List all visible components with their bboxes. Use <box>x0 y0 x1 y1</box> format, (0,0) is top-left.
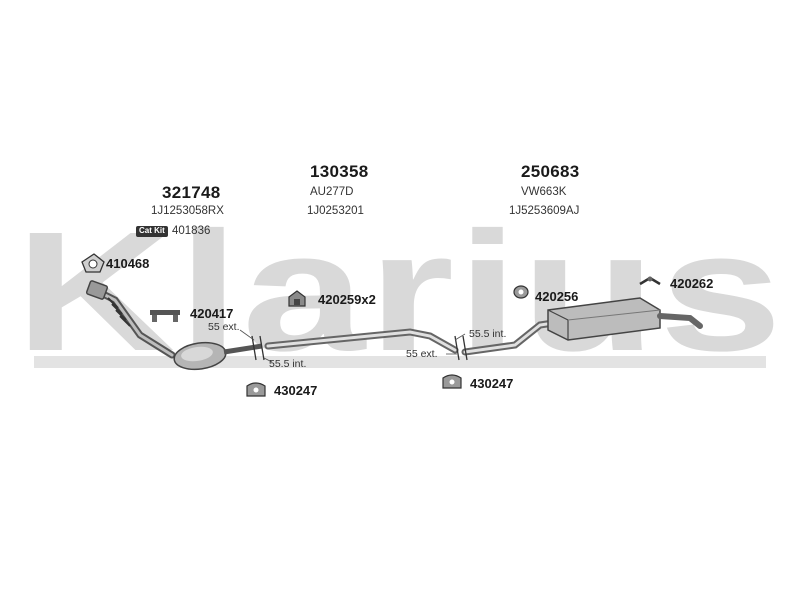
part-430247-a: 430247 <box>274 383 318 398</box>
part-410468: 410468 <box>106 256 150 271</box>
dimension-55-5-int-a: 55.5 int. <box>269 358 307 370</box>
mid-pipe <box>264 328 459 354</box>
mount-420259-icon <box>288 290 306 307</box>
catkit-badge: Cat Kit <box>136 226 168 237</box>
dimension-55-5-int-b: 55.5 int. <box>469 328 507 340</box>
part-420417: 420417 <box>190 306 234 321</box>
group-code-vw663k: VW663K <box>521 186 567 198</box>
rubber-430247-a-icon <box>246 382 266 397</box>
mount-420256-icon <box>513 285 529 299</box>
rubber-430247-b-icon <box>442 374 462 389</box>
group-code-1j1253058rx: 1J1253058RX <box>151 205 224 217</box>
part-420256: 420256 <box>535 289 579 304</box>
catalytic-converter <box>173 341 263 371</box>
group-number-250683: 250683 <box>521 162 580 181</box>
dimension-55-ext-b: 55 ext. <box>406 348 438 360</box>
front-pipe <box>85 280 176 359</box>
bracket-420262-icon <box>639 276 661 286</box>
joint-marker-2 <box>454 335 468 361</box>
group-code-1j5253609aj: 1J5253609AJ <box>509 205 580 217</box>
group-code-au277d: AU277D <box>310 186 354 198</box>
gasket-410468-icon <box>81 253 105 273</box>
clamp-420417-icon <box>150 310 180 322</box>
joint-marker-1 <box>251 335 265 361</box>
part-420262: 420262 <box>670 276 714 291</box>
group-number-321748: 321748 <box>162 183 221 202</box>
catkit-number: 401836 <box>172 225 211 237</box>
group-code-1j0253201: 1J0253201 <box>307 205 364 217</box>
dimension-leaders <box>239 329 466 363</box>
part-430247-b: 430247 <box>470 376 514 391</box>
dimension-55-ext-a: 55 ext. <box>208 321 240 333</box>
part-420259x2: 420259x2 <box>318 292 376 307</box>
rear-silencer <box>547 297 703 341</box>
group-number-130358: 130358 <box>310 162 369 181</box>
